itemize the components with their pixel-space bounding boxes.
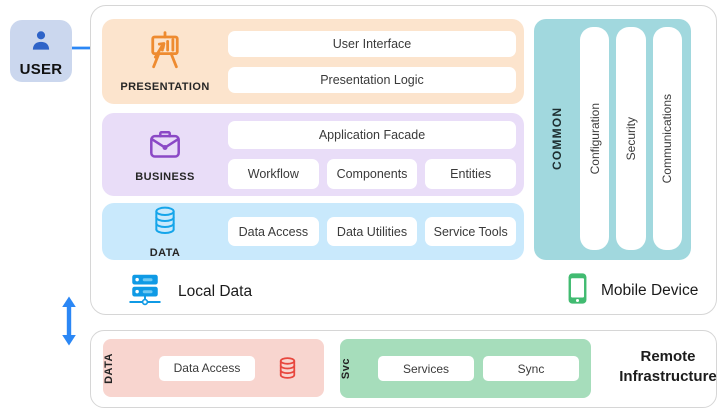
common-column: COMMON Configuration Security Communicat…	[534, 19, 691, 260]
business-content: Application Facade Workflow Components E…	[228, 113, 524, 196]
data-label-group: DATA	[102, 203, 228, 260]
remote-database-icon	[275, 355, 300, 382]
mobile-device-container: PRESENTATION User Interface Presentation…	[90, 5, 717, 315]
communications-label: Communications	[660, 93, 675, 184]
common-label: COMMON	[550, 106, 564, 171]
business-label-group: BUSINESS	[102, 113, 228, 196]
sync-double-arrow-icon	[60, 296, 78, 351]
remote-svc-group: Svc Services Sync	[340, 339, 591, 398]
database-icon	[149, 204, 181, 243]
briefcase-icon	[145, 126, 185, 167]
security-pill: Security	[616, 27, 646, 250]
presentation-label-group: PRESENTATION	[102, 19, 228, 104]
mobile-device-label: Mobile Device	[601, 282, 699, 299]
service-tools-box: Service Tools	[425, 217, 517, 246]
communications-pill: Communications	[652, 27, 682, 250]
local-data-label: Local Data	[178, 282, 253, 300]
configuration-label: Configuration	[587, 102, 602, 175]
remote-data-access-box: Data Access	[159, 355, 255, 381]
components-box: Components	[326, 158, 418, 189]
presentation-chart-icon	[143, 30, 187, 77]
data-access-box: Data Access	[228, 217, 319, 246]
business-row: Workflow Components Entities	[228, 158, 517, 189]
remote-infrastructure-title: Remote Infrastructure	[619, 348, 717, 386]
presentation-layer-name: PRESENTATION	[120, 81, 210, 93]
data-layer-name: DATA	[149, 247, 181, 259]
remote-services-box: Services	[378, 356, 474, 381]
user-box: USER	[10, 20, 72, 82]
application-facade-box: Application Facade	[228, 120, 516, 149]
layer-presentation: PRESENTATION User Interface Presentation…	[102, 19, 524, 104]
data-content: Data Access Data Utilities Service Tools	[228, 203, 524, 260]
user-interface-box: User Interface	[228, 30, 516, 57]
local-data-item: Local Data	[127, 270, 252, 313]
user-label: USER	[19, 61, 63, 78]
layer-business: BUSINESS Application Facade Workflow Com…	[102, 113, 524, 196]
business-layer-name: BUSINESS	[135, 171, 195, 183]
mobile-device-item: Mobile Device	[567, 272, 698, 310]
server-icon	[127, 270, 163, 313]
remote-infrastructure-container: DATA Data Access Svc Services Sync Remot…	[90, 330, 717, 408]
data-utilities-box: Data Utilities	[326, 217, 418, 246]
remote-data-label: DATA	[103, 352, 115, 384]
person-icon	[28, 28, 54, 59]
presentation-logic-box: Presentation Logic	[228, 66, 516, 93]
data-row: Data Access Data Utilities Service Tools	[228, 217, 517, 246]
remote-data-group: DATA Data Access	[103, 339, 324, 397]
configuration-pill: Configuration	[580, 27, 610, 250]
layer-data: DATA Data Access Data Utilities Service …	[102, 203, 524, 260]
security-label: Security	[623, 116, 638, 161]
phone-icon	[567, 272, 588, 310]
workflow-box: Workflow	[228, 158, 319, 189]
entities-box: Entities	[425, 158, 517, 189]
common-pills: Configuration Security Communications	[580, 27, 682, 250]
presentation-content: User Interface Presentation Logic	[228, 19, 524, 104]
remote-svc-label: Svc	[340, 357, 352, 380]
remote-sync-box: Sync	[483, 356, 579, 381]
